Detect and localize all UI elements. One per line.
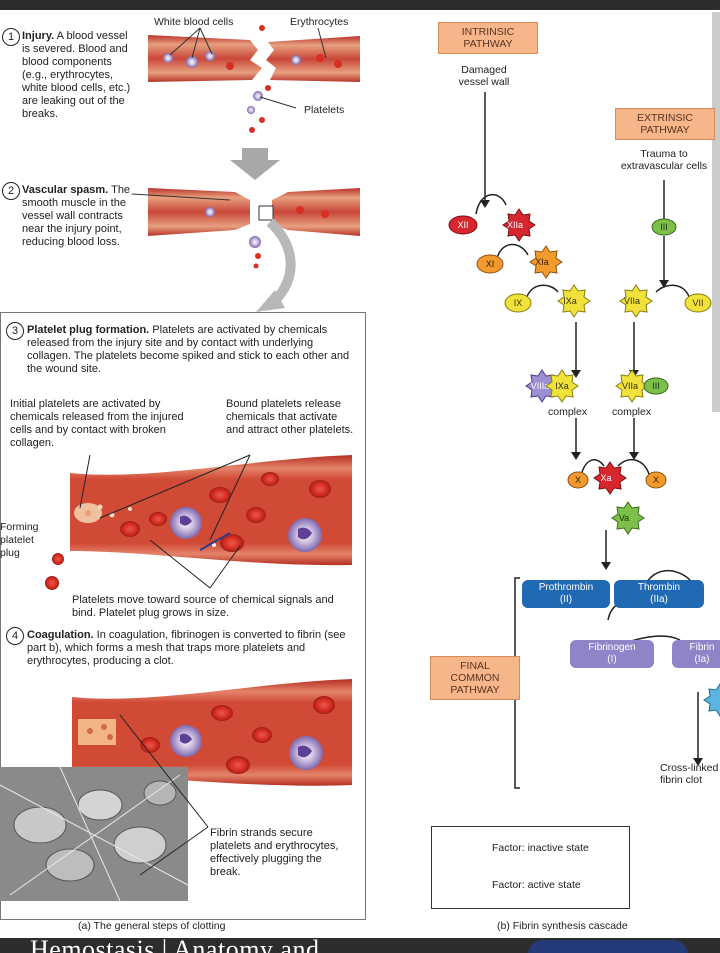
platelets-label: Platelets: [304, 104, 345, 116]
trauma-label: Trauma to extravascular cells: [620, 148, 708, 172]
caption-b: (b) Fibrin synthesis cascade: [497, 920, 628, 932]
step2-number: 2: [2, 182, 20, 200]
initial-platelets-note: Initial platelets are activated by chemi…: [10, 398, 184, 449]
factor-ixa-complex: IXa: [555, 381, 569, 391]
factor-va: Va: [619, 513, 629, 523]
complex-left-label: complex: [548, 406, 588, 418]
coagulation-vessel: [0, 679, 352, 902]
step4-body: In coagulation, fibrinogen is converted …: [27, 629, 346, 667]
factor-x-left: X: [575, 475, 581, 485]
factor-xii: XII: [457, 220, 468, 230]
extrinsic-pathway-box: EXTRINSIC PATHWAY: [615, 108, 715, 140]
step4-text: Coagulation. In coagulation, fibrinogen …: [27, 629, 347, 668]
step3-title: Platelet plug formation.: [27, 324, 150, 336]
factor-xiia: XIIa: [507, 220, 523, 230]
legend-active: Factor: active state: [492, 879, 581, 891]
final-common-pathway-box: FINAL COMMON PATHWAY: [430, 656, 520, 700]
step3-number: 3: [6, 322, 24, 340]
bottom-bar: Hemostasis | Anatomy and: [0, 938, 720, 953]
intrinsic-pathway-box: INTRINSIC PATHWAY: [438, 22, 538, 54]
fibrin-box: Fibrin (Ia): [672, 640, 720, 668]
legend-inactive: Factor: inactive state: [492, 842, 589, 854]
top-bar: [0, 0, 720, 10]
damaged-vessel-label: Damaged vessel wall: [458, 64, 510, 88]
factor-xi: XI: [486, 259, 495, 269]
step4-title: Coagulation.: [27, 629, 94, 641]
factor-iii-complex: III: [652, 381, 660, 391]
step2-title: Vascular spasm.: [22, 184, 109, 196]
page-title[interactable]: Hemostasis | Anatomy and: [30, 938, 320, 953]
factor-viia: VIIa: [624, 296, 640, 306]
factor-vii: VII: [692, 298, 703, 308]
step2-body: The smooth muscle in the vessel wall con…: [22, 184, 131, 248]
factor-xia: XIa: [535, 257, 549, 267]
step3-pointer-lines: [79, 454, 251, 589]
factor-viiia: VIIIa: [531, 381, 550, 391]
step2-text: Vascular spasm. The smooth muscle in the…: [22, 184, 147, 249]
crosslinked-clot-label: Cross-linked fibrin clot: [660, 762, 719, 786]
action-button[interactable]: [528, 940, 688, 953]
step4-number: 4: [6, 627, 24, 645]
factor-ix: IX: [514, 298, 523, 308]
scroll-edge: [712, 12, 720, 412]
caption-a: (a) The general steps of clotting: [78, 920, 226, 932]
step3-text: Platelet plug formation. Platelets are a…: [27, 324, 355, 376]
fibrin-strands-note: Fibrin strands secure platelets and eryt…: [210, 827, 339, 878]
forming-plug-label: Forming platelet plug: [0, 521, 39, 559]
complex-right-label: complex: [612, 406, 652, 418]
step1-text: Injury. A blood vessel is severed. Blood…: [22, 30, 134, 121]
prothrombin-box: Prothrombin (II): [522, 580, 610, 608]
step1-body: A blood vessel is severed. Blood and blo…: [22, 30, 131, 120]
bound-platelets-note: Bound platelets release chemicals that a…: [226, 398, 354, 436]
step1-number: 1: [2, 28, 20, 46]
factor-xa: Xa: [600, 473, 611, 483]
injury-vessel: [148, 25, 360, 133]
erythrocytes-label: Erythrocytes: [290, 16, 349, 28]
factor-viia-complex: VIIa: [622, 381, 638, 391]
thrombin-box: Thrombin (IIa): [614, 580, 704, 608]
fibrinogen-box: Fibrinogen (I): [570, 640, 654, 668]
factor-iii: III: [660, 222, 668, 232]
factor-ixa: IXa: [563, 296, 577, 306]
platelets-move-note: Platelets move toward source of chemical…: [72, 594, 334, 619]
factor-x-right: X: [653, 475, 659, 485]
legend-box: [431, 826, 630, 909]
step3-body: Platelets are activated by chemicals rel…: [27, 324, 350, 375]
step1-title: Injury.: [22, 30, 55, 42]
white-blood-cells-label: White blood cells: [154, 16, 234, 28]
platelet-plug-vessel: [45, 455, 352, 590]
